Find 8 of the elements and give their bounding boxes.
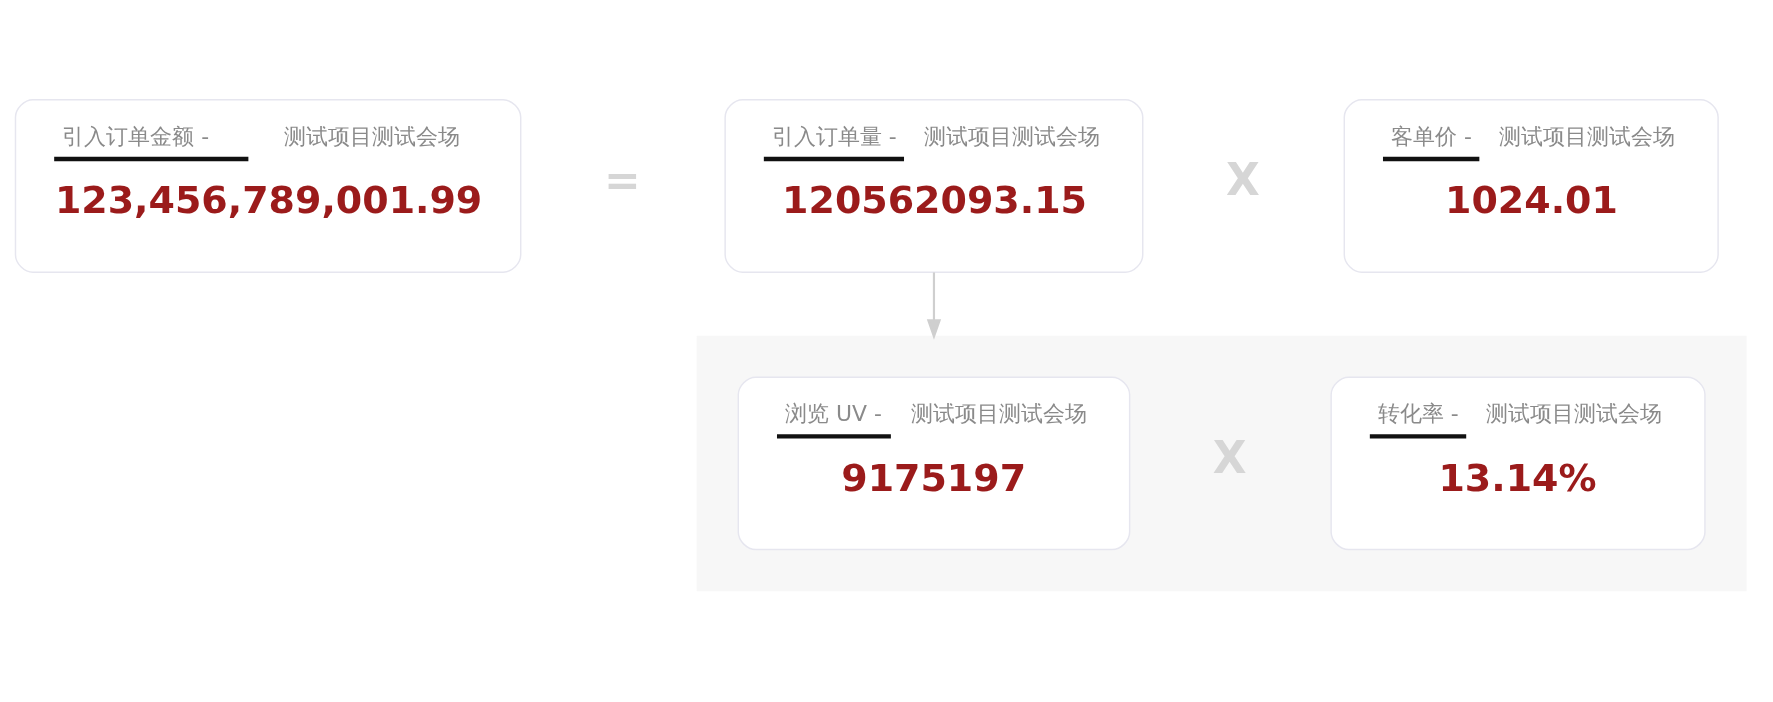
cluster bbox=[696, 335, 1747, 592]
node-box: 引入订单金额 - 测试项目测试会场 123,456,789,001.99 bbox=[14, 99, 522, 273]
arrow bbox=[926, 272, 942, 340]
node-box: 引入订单量 - 测试项目测试会场 120562093.15 bbox=[724, 99, 1144, 273]
label: = bbox=[603, 154, 641, 206]
node-box: 客单价 - 测试项目测试会场 1024.01 bbox=[1343, 99, 1719, 273]
node-box: 转化率 - 测试项目测试会场 13.14% bbox=[1330, 376, 1706, 551]
node-box: 浏览 UV - 测试项目测试会场 9175197 bbox=[737, 376, 1131, 551]
